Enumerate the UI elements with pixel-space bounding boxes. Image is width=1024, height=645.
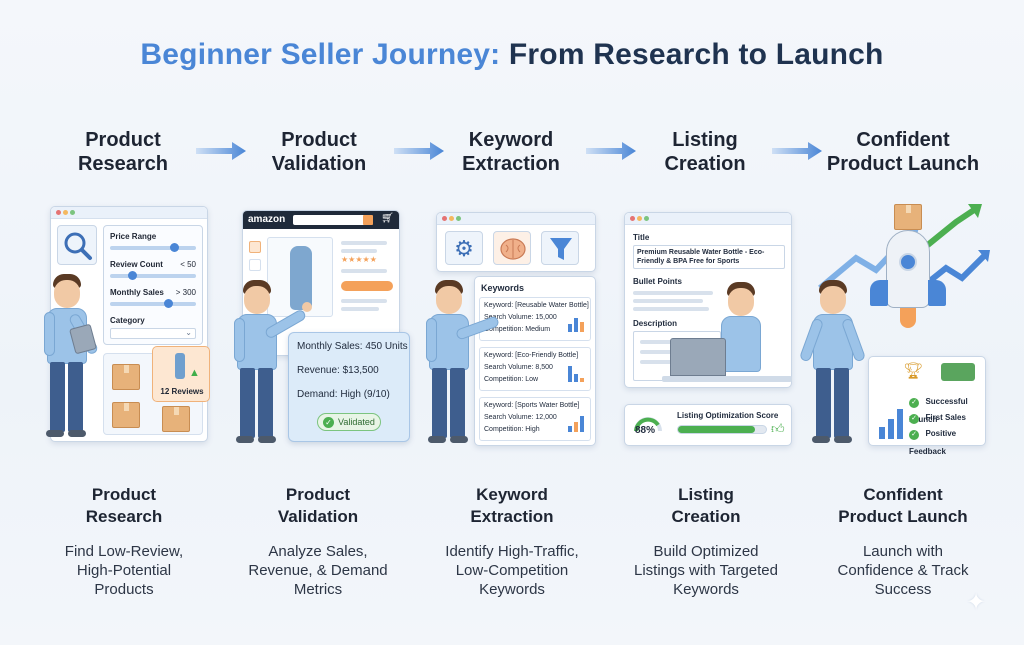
check-icon: ✓ (323, 417, 334, 428)
revenue-stat: Revenue: $13,500 (297, 365, 379, 376)
water-bottle-icon (290, 246, 312, 310)
bar-chart-icon (879, 399, 907, 439)
check-item: ✓ Successful Launch (909, 397, 968, 424)
scene-listing-creation: Title Premium Reusable Water Bottle - Ec… (618, 190, 808, 470)
gear-icon: ⚙ (445, 231, 483, 265)
product-box-icon[interactable] (162, 406, 190, 432)
research-window: Price Range Review Count < 50 Monthly Sa… (50, 206, 208, 442)
flow-arrow-icon (196, 142, 246, 160)
monthly-sales-value: > 300 (175, 288, 196, 297)
demand-stat: Demand: High (9/10) (297, 389, 390, 400)
laptop-icon (670, 338, 726, 376)
flow-arrow-icon (586, 142, 636, 160)
keywords-panel: Keywords Keyword: [Reusable Water Bottle… (474, 276, 596, 446)
category-label: Category (110, 316, 145, 325)
score-gauge-icon (634, 417, 662, 432)
review-slider-handle[interactable] (128, 271, 137, 280)
title-part2: From Research to Launch (508, 38, 884, 71)
amazon-search-input[interactable] (293, 215, 369, 225)
scene-product-validation: amazon 🛒︎ ★★★★★ Monthly Sales: 450 Units… (230, 190, 420, 470)
sparkle-icon: ✦ (966, 589, 987, 616)
monthly-sales-stat: Monthly Sales: 450 Units (297, 341, 408, 352)
rocket-flame (900, 308, 916, 328)
search-icon (57, 225, 97, 265)
product-box-icon[interactable] (112, 364, 140, 390)
check-item: ✓ Positive Feedback (909, 429, 957, 456)
review-count-label: Review Count (110, 260, 163, 269)
price-range-label: Price Range (110, 232, 157, 241)
amazon-header: amazon 🛒︎ (243, 211, 399, 229)
title-label: Title (633, 233, 650, 242)
validated-badge: ✓ Validated (317, 413, 381, 431)
money-stack-icon (941, 363, 975, 381)
highlight-product-card[interactable]: ▲ 12 Reviews (152, 346, 210, 402)
score-label: Listing Optimization Score (677, 411, 779, 420)
keyword-card[interactable]: Keyword: [Eco-Friendly Bottle] Search Vo… (479, 347, 591, 391)
rating-stars: ★★★★★ (341, 255, 377, 264)
bullet-points-label: Bullet Points (633, 277, 682, 286)
brain-icon (493, 231, 531, 265)
cart-icon[interactable]: 🛒︎ (381, 213, 394, 224)
title-input[interactable]: Premium Reusable Water Bottle - Eco-Frie… (633, 245, 785, 269)
search-icon[interactable] (363, 215, 373, 225)
tools-window: ⚙ (436, 212, 596, 272)
keyword-card[interactable]: Keyword: [Reusable Water Bottle] Search … (479, 297, 591, 341)
funnel-icon (541, 231, 579, 265)
scene-product-research: Price Range Review Count < 50 Monthly Sa… (40, 190, 230, 470)
scene-product-launch: 🏆︎ ✓ Successful Launch ✓ First Sales ✓ P… (798, 190, 996, 470)
chevron-down-icon: ⌄ (185, 328, 192, 337)
category-select[interactable]: ⌄ (110, 328, 196, 339)
water-bottle-icon (175, 353, 185, 379)
title-part1: Beginner Seller Journey: (140, 38, 501, 71)
product-box-icon[interactable] (112, 402, 140, 428)
reviews-count: 12 Reviews (160, 387, 204, 396)
check-icon: ✓ (909, 398, 919, 408)
review-count-value: < 50 (180, 260, 196, 269)
product-box-icon (894, 204, 922, 230)
launch-results-card: 🏆︎ ✓ Successful Launch ✓ First Sales ✓ P… (868, 356, 986, 456)
amazon-logo: amazon (248, 214, 286, 225)
trophy-icon: 🏆︎ (903, 363, 924, 380)
validation-stats-card: Monthly Sales: 450 Units Revenue: $13,50… (288, 332, 410, 442)
flow-arrow-icon (772, 142, 822, 160)
thumbs-up-icon: 👍︎ (771, 421, 785, 436)
sales-slider-handle[interactable] (164, 299, 173, 308)
check-icon: ✓ (909, 430, 919, 440)
scene-keyword-extraction: ⚙ Keywords Keyword: [Reusable Water Bott… (424, 190, 614, 470)
page-title: Beginner Seller Journey: From Research t… (0, 38, 1024, 72)
keyword-card[interactable]: Keyword: [Sports Water Bottle] Search Vo… (479, 397, 591, 441)
buy-button[interactable] (341, 281, 393, 291)
filter-panel: Price Range Review Count < 50 Monthly Sa… (103, 225, 203, 345)
flow-arrow-icon (394, 142, 444, 160)
check-item: ✓ First Sales (909, 407, 966, 425)
check-icon: ✓ (909, 414, 919, 424)
score-progress-bar (677, 425, 767, 434)
monthly-sales-label: Monthly Sales (110, 288, 164, 297)
description-label: Description (633, 319, 678, 328)
score-value: 88% (635, 425, 656, 436)
optimization-score-card: 88% Listing Optimization Score 👍︎ (624, 404, 792, 446)
keywords-header: Keywords (481, 283, 525, 293)
product-image (267, 237, 333, 317)
price-slider-handle[interactable] (170, 243, 179, 252)
arrow-up-icon: ▲ (189, 367, 200, 379)
rocket-icon (886, 230, 930, 308)
